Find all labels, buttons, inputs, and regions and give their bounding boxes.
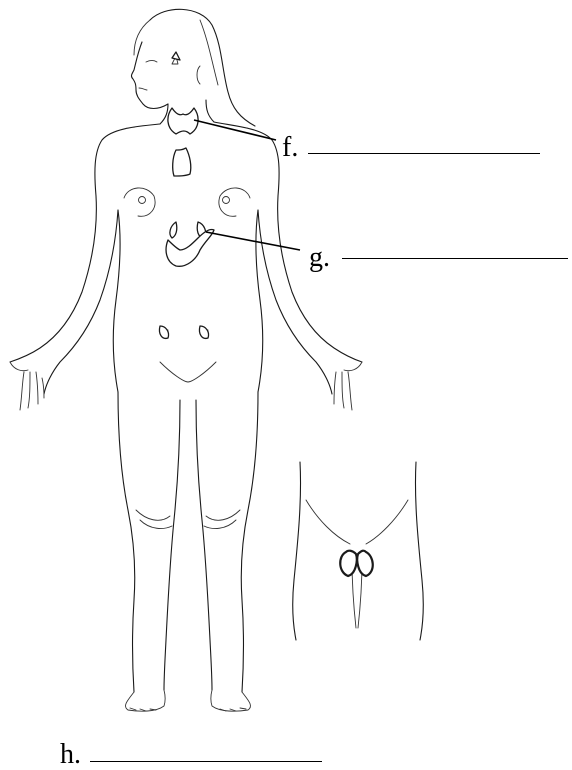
ovary-gland-icon [159,326,208,338]
leader-line-g [206,232,300,250]
answer-blank-f[interactable] [308,153,540,154]
label-g: g. [309,244,330,272]
thyroid-gland-icon [168,108,198,134]
leader-line-f [194,120,276,140]
thymus-gland-icon [173,148,191,176]
label-h: h. [60,741,81,769]
male-inset-outline [293,462,424,640]
answer-blank-g[interactable] [342,258,568,259]
label-f: f. [282,134,298,162]
pituitary-gland-icon [172,52,180,60]
testes-gland-icon [340,551,373,576]
answer-blank-h[interactable] [90,761,322,762]
